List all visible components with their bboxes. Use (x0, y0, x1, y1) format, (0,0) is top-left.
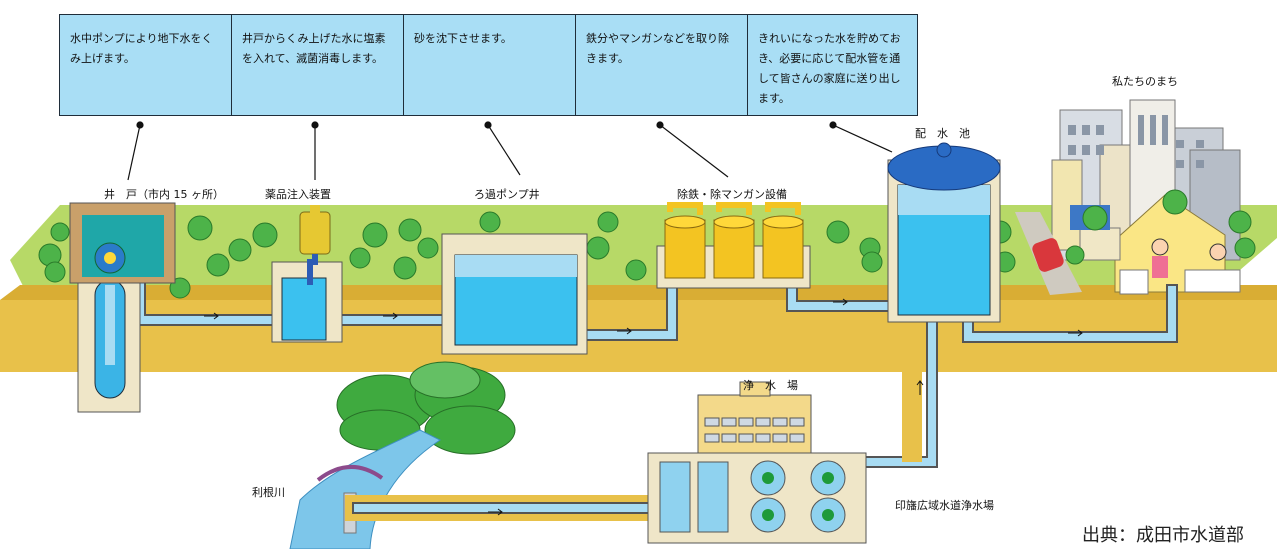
girl (1151, 238, 1169, 256)
car (1032, 238, 1064, 272)
river (289, 429, 441, 549)
well (69, 202, 176, 413)
iron-manganese-label: 除鉄・除マンガン設備 (677, 188, 787, 201)
grandpa (1209, 243, 1227, 261)
well-label: 井 戸（市内 15 ヶ所） (104, 188, 224, 201)
plant-label: 浄 水 場 (743, 379, 798, 392)
leader-lines (127, 121, 893, 181)
town-label: 私たちのまち (1112, 75, 1178, 88)
soil-edge (0, 285, 1277, 300)
filter-well-label: ろ過ポンプ井 (474, 188, 540, 201)
river-label: 利根川 (252, 486, 285, 499)
step-1-description: 水中ポンプにより地下水をくみ上げます。 (59, 14, 232, 116)
chemical-label: 薬品注入装置 (265, 188, 331, 201)
step-4-description: 鉄分やマンガンなどを取り除きます。 (575, 14, 748, 116)
bridge (316, 465, 384, 482)
regional-plant-label: 印旛広域水道浄水場 (895, 499, 994, 512)
step-5-description: きれいになった水を貯めておき、必要に応じて配水管を通して皆さんの家庭に送り出しま… (747, 14, 918, 116)
purification-plant (647, 381, 867, 544)
filter-well (441, 233, 588, 355)
iron-manganese-tanks (656, 202, 811, 289)
house (1114, 194, 1226, 293)
bathtub (1184, 269, 1241, 293)
hills (336, 361, 516, 455)
flow-arrows (204, 298, 1083, 516)
step-3-description: 砂を沈下させます。 (403, 14, 576, 116)
bushes (38, 189, 1256, 299)
source-credit: 出典：成田市水道部 (1082, 525, 1244, 546)
sink (1119, 269, 1149, 295)
chemical-tank (271, 205, 343, 343)
reservoir (887, 142, 1001, 323)
step-2-description: 井戸からくみ上げた水に塩素を入れて、滅菌消毒します。 (231, 14, 404, 116)
reservoir-label: 配 水 池 (915, 127, 970, 140)
